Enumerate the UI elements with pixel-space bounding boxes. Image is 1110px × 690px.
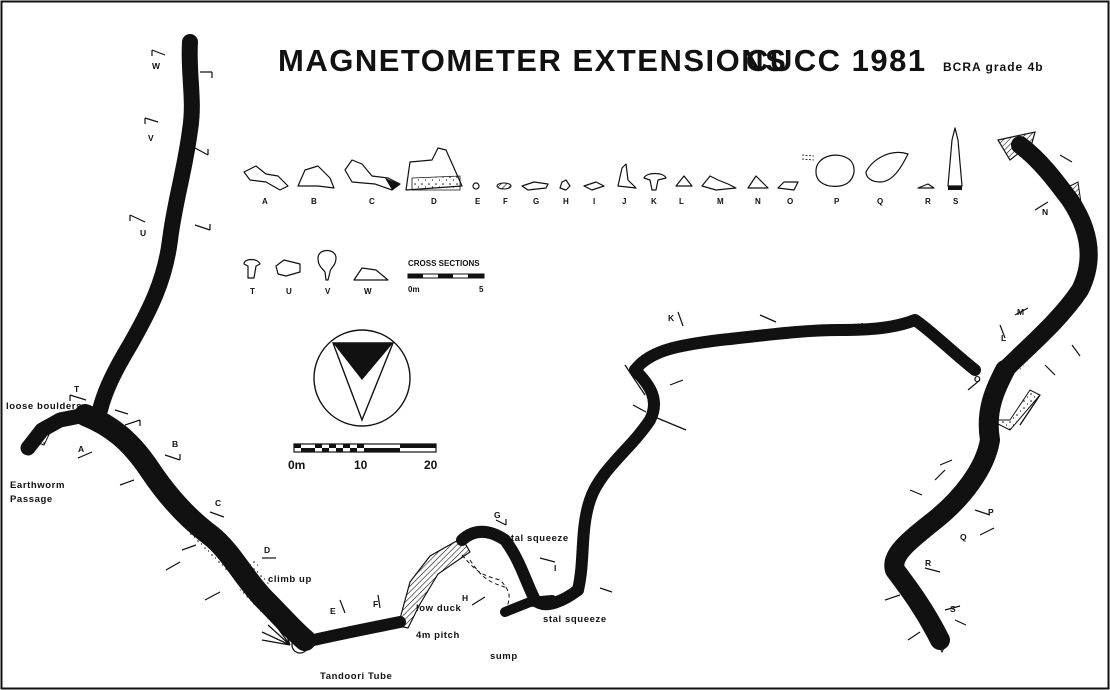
cross-section-row2 — [243, 249, 389, 281]
station-f: F — [373, 599, 378, 609]
svg-text:B: B — [311, 197, 317, 206]
survey-grade: BCRA grade 4b — [943, 60, 1044, 74]
formation-fan — [261, 615, 291, 646]
label-sump: sump — [490, 651, 518, 662]
svg-text:H: H — [563, 197, 569, 206]
station-m: M — [1017, 307, 1024, 317]
label-tandoori-tube: Tandoori Tube — [320, 671, 392, 682]
station-i: I — [554, 563, 556, 573]
svg-text:T: T — [250, 287, 255, 296]
svg-text:10: 10 — [354, 458, 368, 472]
svg-text:A: A — [262, 197, 268, 206]
svg-text:O: O — [787, 197, 793, 206]
station-u: U — [140, 228, 146, 238]
station-g: G — [494, 510, 501, 520]
label-climb-up: climb up — [268, 574, 312, 585]
cave-passages — [20, 34, 1098, 654]
station-c: C — [215, 498, 221, 508]
station-k: K — [668, 313, 675, 323]
station-arrows — [69, 49, 1081, 641]
station-t: T — [74, 384, 80, 394]
passage-labels: loose boulders Earthworm Passage climb u… — [6, 401, 607, 682]
cross-section-row1-letters: A B C D E F G H I J K L M N O P Q R S — [262, 197, 959, 206]
station-d: D — [264, 545, 270, 555]
label-4m-pitch: 4m pitch — [416, 630, 460, 641]
station-o: O — [974, 374, 981, 384]
svg-text:I: I — [593, 197, 595, 206]
label-stal-squeeze-lower: stal squeeze — [543, 614, 607, 625]
svg-text:E: E — [475, 197, 481, 206]
svg-text:L: L — [679, 197, 684, 206]
station-p: P — [988, 507, 994, 517]
svg-text:20: 20 — [424, 458, 438, 472]
station-s: S — [950, 604, 956, 614]
station-n: N — [1042, 207, 1048, 217]
svg-text:V: V — [325, 287, 331, 296]
cross-section-scale: CROSS SECTIONS 0m 5 — [407, 259, 485, 294]
rising-passage — [572, 364, 660, 596]
svg-text:K: K — [651, 197, 657, 206]
station-h: H — [462, 593, 468, 603]
svg-text:S: S — [953, 197, 959, 206]
station-v: V — [148, 133, 154, 143]
svg-text:J: J — [622, 197, 626, 206]
label-stal-squeeze-upper: stal squeeze — [505, 533, 569, 544]
svg-text:D: D — [431, 197, 437, 206]
label-loose-boulders: loose boulders — [6, 401, 82, 412]
cross-section-row1 — [243, 127, 963, 191]
north-arrow-symbol — [313, 329, 411, 427]
station-a: A — [78, 444, 84, 454]
svg-text:F: F — [503, 197, 508, 206]
svg-text:G: G — [533, 197, 539, 206]
svg-text:5: 5 — [479, 285, 484, 294]
svg-text:P: P — [834, 197, 840, 206]
svg-text:W: W — [364, 287, 372, 296]
station-j: J — [640, 420, 645, 430]
svg-text:Q: Q — [877, 197, 883, 206]
svg-text:U: U — [286, 287, 292, 296]
svg-text:R: R — [925, 197, 931, 206]
station-b: B — [172, 439, 178, 449]
cross-section-row2-letters: T U V W — [250, 287, 372, 296]
station-q: Q — [960, 532, 967, 542]
low-duck-section — [397, 537, 471, 629]
label-earthworm: Earthworm — [10, 480, 65, 491]
cross-sections-heading: CROSS SECTIONS — [408, 259, 480, 268]
main-scale-bar: 0m 10 20 — [288, 443, 438, 472]
station-e: E — [330, 606, 336, 616]
svg-text:M: M — [717, 197, 724, 206]
svg-text:0m: 0m — [288, 458, 305, 472]
label-low-duck: low duck — [416, 603, 462, 614]
svg-text:N: N — [755, 197, 761, 206]
label-earthworm-passage: Passage — [10, 494, 53, 505]
station-letters: W V U T A B C D E F G H I J K L M N O P … — [74, 61, 1048, 616]
club-year: CUCC 1981 — [746, 43, 927, 78]
svg-text:C: C — [369, 197, 375, 206]
map-title: MAGNETOMETER EXTENSIONS — [278, 43, 787, 78]
station-r: R — [925, 558, 931, 568]
svg-text:0m: 0m — [408, 285, 420, 294]
station-w: W — [152, 61, 161, 71]
station-l: L — [1001, 333, 1006, 343]
